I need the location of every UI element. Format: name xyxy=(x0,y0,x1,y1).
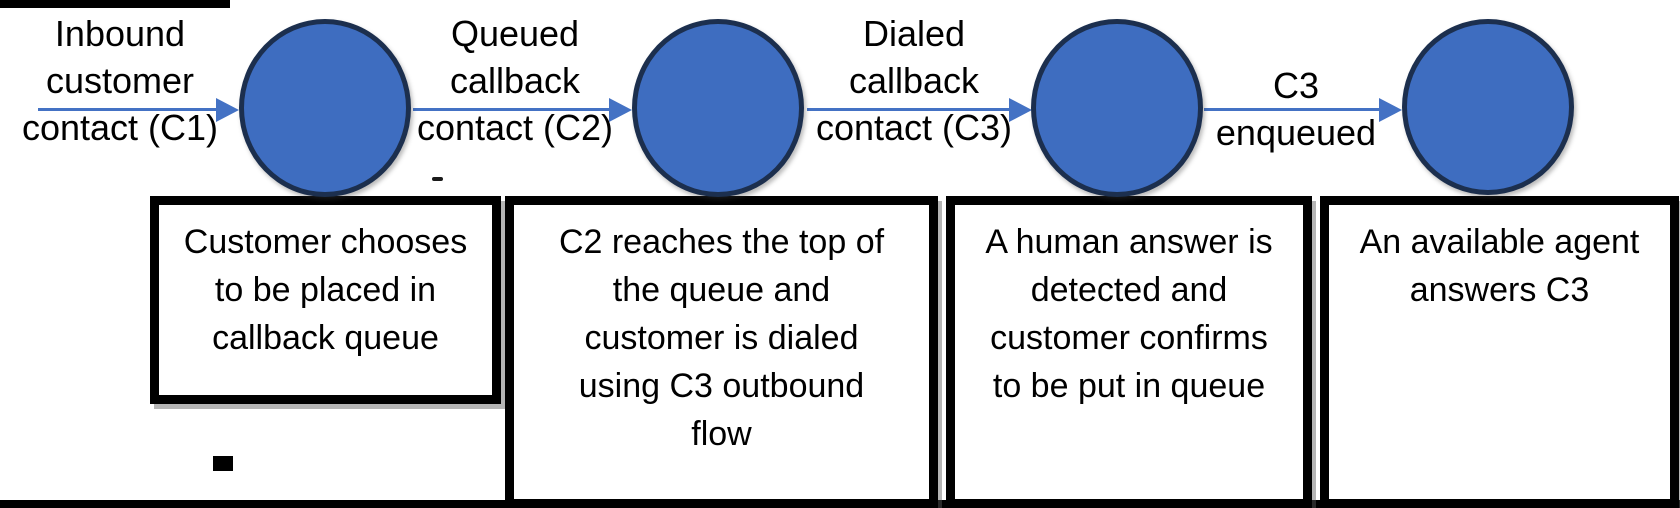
small-black-square xyxy=(213,456,233,471)
arrow-line-2 xyxy=(413,108,611,111)
arrow-line-4 xyxy=(1204,108,1381,111)
state-description-box-3: A human answer is detected and customer … xyxy=(946,196,1312,508)
state-description-box-4: An available agent answers C3 xyxy=(1320,196,1679,508)
arrow-head-icon xyxy=(609,98,632,122)
state-description-text-4: An available agent answers C3 xyxy=(1359,223,1640,309)
top-left-crop-bar xyxy=(0,0,230,8)
state-circle-4 xyxy=(1402,19,1574,195)
arrow-head-icon xyxy=(1379,98,1402,122)
state-circle-2 xyxy=(632,19,804,197)
state-description-box-1: Customer chooses to be placed in callbac… xyxy=(150,196,501,404)
state-circle-3 xyxy=(1031,19,1203,197)
state-description-text-1: Customer chooses to be placed in callbac… xyxy=(183,223,468,357)
arrow-line-3 xyxy=(807,108,1011,111)
transition-label-dialed-c3: Dialed callback contact (C3) xyxy=(815,13,1013,148)
arrow-head-icon xyxy=(216,98,239,122)
state-description-text-2: C2 reaches the top of the queue and cust… xyxy=(558,223,885,453)
stray-dash-mark xyxy=(432,177,443,181)
state-description-box-2: C2 reaches the top of the queue and cust… xyxy=(505,196,938,508)
state-circle-1 xyxy=(239,19,411,197)
transition-label-inbound-c1: Inbound customer contact (C1) xyxy=(21,13,219,148)
arrow-line-1 xyxy=(38,108,218,111)
transition-label-queued-c2: Queued callback contact (C2) xyxy=(416,13,614,148)
transition-label-c3-enqueued: C3 enqueued xyxy=(1215,65,1377,153)
state-description-text-3: A human answer is detected and customer … xyxy=(985,223,1273,405)
arrow-head-icon xyxy=(1009,98,1032,122)
